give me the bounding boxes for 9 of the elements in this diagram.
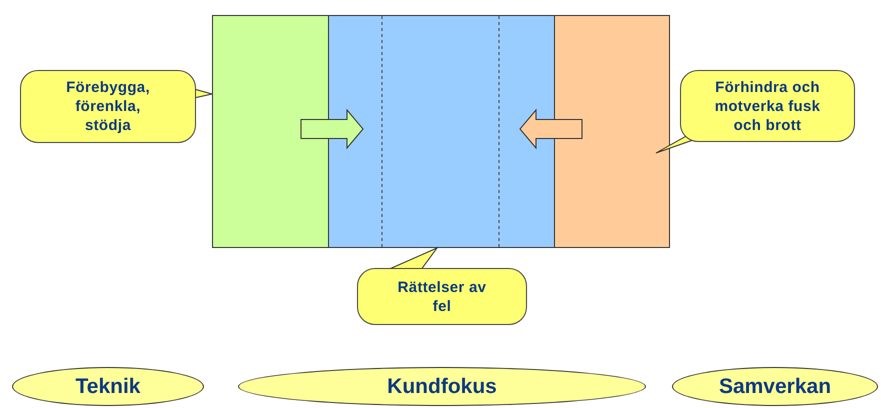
oval-label: Kundfokus	[238, 367, 646, 406]
oval-label: Samverkan	[672, 367, 878, 406]
oval-label: Teknik	[12, 367, 204, 406]
speech-callout: Förebygga, förenkla, stödja	[20, 70, 196, 143]
column-panel	[212, 15, 329, 248]
column-panel	[554, 15, 670, 248]
column-panel	[328, 15, 555, 248]
block-arrow	[300, 108, 364, 150]
block-arrow	[519, 108, 582, 150]
